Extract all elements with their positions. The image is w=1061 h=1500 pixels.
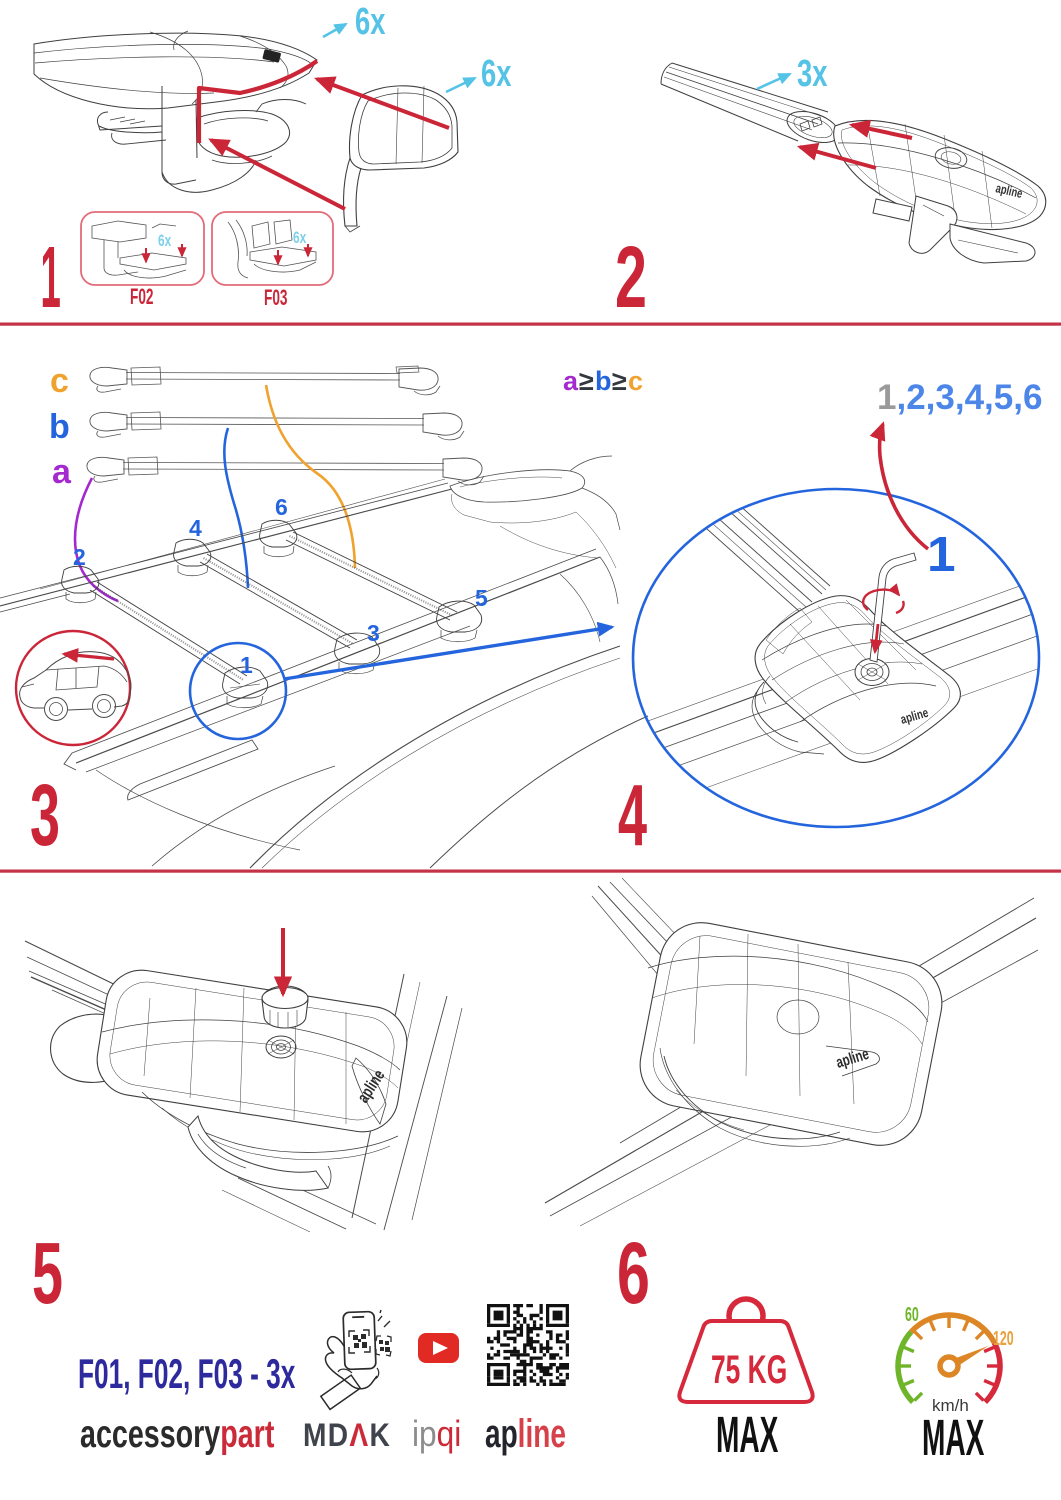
svg-text:6: 6 bbox=[617, 1225, 650, 1322]
svg-text:6x: 6x bbox=[158, 232, 172, 251]
svg-text:60: 60 bbox=[905, 1303, 919, 1326]
svg-text:MDΛK: MDΛK bbox=[303, 1418, 391, 1453]
svg-text:c: c bbox=[50, 362, 69, 400]
svg-text:2: 2 bbox=[615, 228, 647, 326]
svg-text:5: 5 bbox=[32, 1226, 63, 1322]
svg-text:120: 120 bbox=[993, 1327, 1014, 1350]
svg-text:75 KG: 75 KG bbox=[711, 1348, 787, 1393]
svg-text:ipqi: ipqi bbox=[412, 1414, 461, 1454]
svg-text:≥: ≥ bbox=[612, 366, 627, 396]
svg-text:a: a bbox=[563, 366, 579, 396]
svg-text:F02: F02 bbox=[130, 284, 153, 309]
svg-text:1,2,3,4,5,6: 1,2,3,4,5,6 bbox=[877, 378, 1042, 417]
svg-text:2: 2 bbox=[73, 544, 86, 570]
svg-text:6: 6 bbox=[275, 494, 288, 520]
svg-text:3: 3 bbox=[367, 620, 380, 646]
svg-text:accessorypart: accessorypart bbox=[80, 1413, 274, 1456]
svg-text:F01, F02, F03 - 3x: F01, F02, F03 - 3x bbox=[78, 1351, 296, 1398]
svg-text:apline: apline bbox=[485, 1412, 566, 1456]
svg-text:3x: 3x bbox=[797, 53, 828, 95]
svg-text:apline: apline bbox=[994, 182, 1023, 201]
svg-text:b: b bbox=[595, 366, 612, 396]
svg-text:km/h: km/h bbox=[932, 1396, 969, 1415]
svg-text:6x: 6x bbox=[355, 1, 386, 43]
svg-text:6x: 6x bbox=[481, 53, 512, 95]
svg-text:5: 5 bbox=[475, 585, 488, 611]
svg-text:MAX: MAX bbox=[716, 1406, 779, 1463]
svg-text:4: 4 bbox=[189, 515, 202, 541]
svg-text:1: 1 bbox=[240, 652, 253, 678]
svg-text:MAX: MAX bbox=[922, 1409, 985, 1466]
svg-text:1: 1 bbox=[927, 527, 956, 582]
svg-text:a: a bbox=[52, 453, 72, 491]
svg-text:b: b bbox=[49, 408, 70, 446]
svg-text:c: c bbox=[628, 366, 643, 396]
svg-text:F03: F03 bbox=[264, 285, 287, 310]
svg-text:6x: 6x bbox=[293, 229, 307, 248]
svg-text:3: 3 bbox=[30, 767, 60, 864]
svg-text:≥: ≥ bbox=[579, 366, 594, 396]
svg-text:4: 4 bbox=[618, 767, 647, 864]
svg-text:1: 1 bbox=[41, 230, 61, 326]
